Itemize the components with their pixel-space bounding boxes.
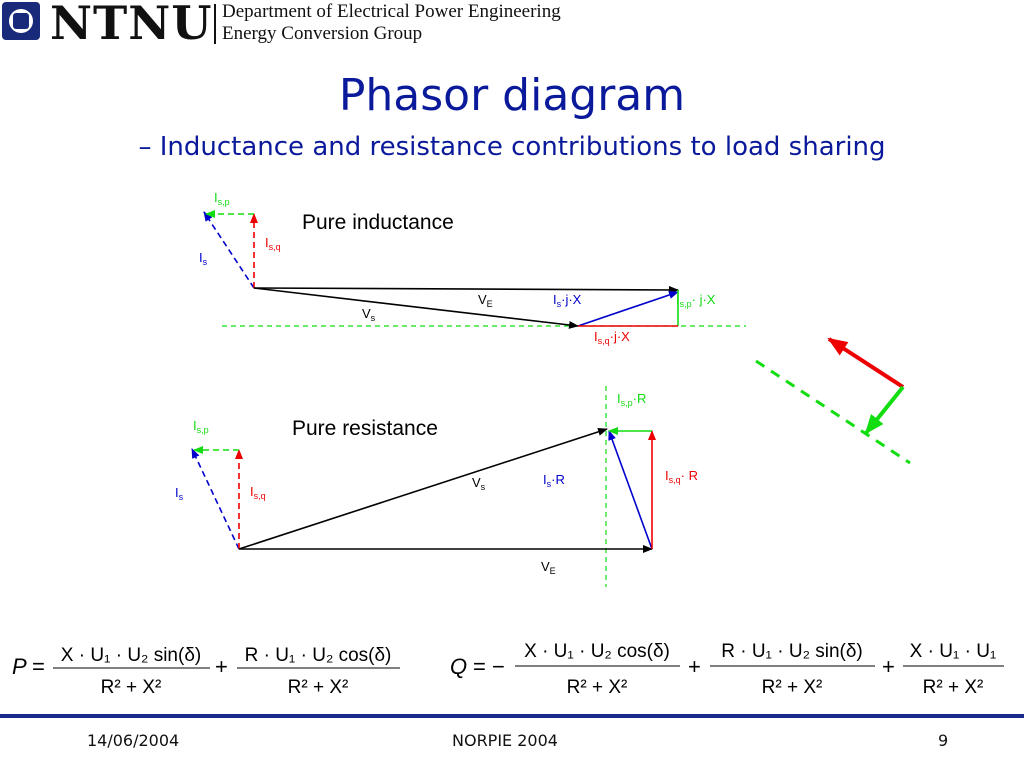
label-isq-r: Is,q· R [665,468,698,485]
label-isq-jx: Is,q·j·X [594,329,630,346]
side-green-arrow [864,385,905,435]
q-equals: = − [473,654,505,679]
ntnu-logo-icon [2,2,40,40]
p-term1-numerator: X · U₁ · U₂ sin(δ) [61,645,201,666]
p-term1-denominator: R² + X² [101,677,162,698]
label-vs-r: Vs [472,475,486,492]
label-is-current-r: Is [175,485,184,502]
p-term2-numerator: R · U₁ · U₂ cos(δ) [245,645,392,666]
p-term2-denominator: R² + X² [288,677,349,698]
label-isp-jx: Is,p· j·X [676,292,716,309]
footer-date: 14/06/2004 [87,731,180,750]
q-term1-denominator: R² + X² [567,677,628,698]
footer-event: NORPIE 2004 [452,731,558,750]
inductance-heading: Pure inductance [302,211,454,234]
label-vs: Vs [362,306,376,323]
group-name: Energy Conversion Group [222,23,423,44]
page-number: 9 [938,731,949,750]
ve-voltage-phasor [253,285,679,294]
is-r-phasor [608,430,653,550]
page-title: Phasor diagram [338,70,686,121]
p-equals: = [32,654,45,679]
label-is-r: Is·R [543,472,565,489]
logo-separator [214,4,216,44]
p-lhs: P [12,654,27,679]
q-term3-denominator: R² + X² [923,677,984,698]
footer-divider [0,714,1024,718]
q-plus-2: + [882,654,895,679]
equation-q: Q = − X · U₁ · U₂ cos(δ) R² + X² + R · U… [450,641,1004,698]
label-isq: Is,q [265,235,281,252]
q-term2-numerator: R · U₁ · U₂ sin(δ) [721,641,863,662]
inductance-diagram: Pure inductance Is,p Is,q Is VE Vs Is·j·… [199,190,746,346]
label-is: Is [199,250,208,267]
q-term2-denominator: R² + X² [762,677,823,698]
label-isq-current-r: Is,q [250,484,266,501]
q-term1-numerator: X · U₁ · U₂ cos(δ) [524,641,670,662]
q-term3-numerator: X · U₁ · U₁ [910,641,997,662]
department-name: Department of Electrical Power Engineeri… [222,1,561,22]
side-illustration [755,337,911,465]
label-ve: VE [478,292,493,309]
resistance-diagram: Pure resistance Is,p·R Is,p Is,q Is Vs I… [175,386,698,587]
vs-voltage-phasor [253,287,579,329]
p-plus: + [215,654,228,679]
is-current-phasor [203,211,255,289]
is-jx-phasor [577,291,679,327]
side-reference-line [755,359,911,465]
label-isp: Is,p [214,190,230,207]
page-subtitle: – Inductance and resistance contribution… [138,132,886,162]
equation-p: P = X · U₁ · U₂ sin(δ) R² + X² + R · U₁ … [12,645,400,698]
resistance-heading: Pure resistance [292,417,438,440]
label-ve-r: VE [541,559,556,576]
logo-text: NTNU [50,0,213,50]
is-current-phasor-r [191,448,240,550]
side-red-arrow [827,337,905,389]
label-isp-r: Is,p·R [617,391,646,408]
vs-voltage-phasor-r [238,427,608,550]
label-isp-current-r: Is,p [193,418,209,435]
label-is-jx: Is·j·X [553,292,582,309]
q-plus-1: + [688,654,701,679]
q-lhs: Q [450,654,467,679]
